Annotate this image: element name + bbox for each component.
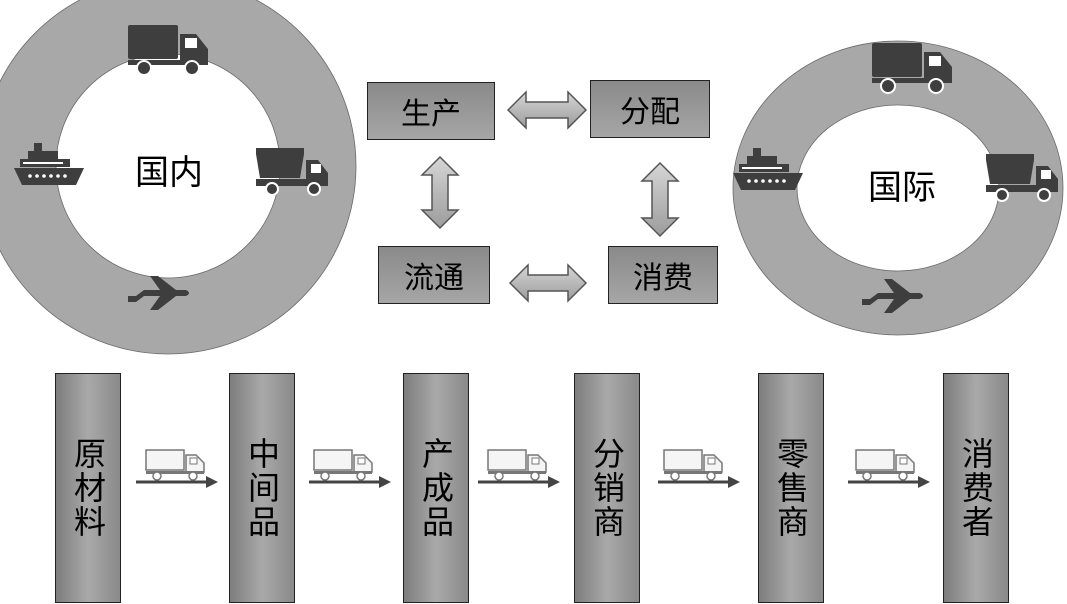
right-arrow-icon [548, 476, 560, 488]
domestic-label: 国内 [135, 153, 203, 193]
chain-stage-label: 原材料 [69, 437, 107, 539]
right-arrow-icon [379, 476, 391, 488]
chain-stage-label: 零售商 [772, 437, 810, 539]
chain-stage-retailer: 零售商 [758, 373, 824, 603]
chain-stage-consumer: 消费者 [943, 373, 1009, 603]
chain-connector [478, 449, 560, 488]
production-label: 生产 [401, 97, 461, 132]
chain-stage-raw-materials: 原材料 [55, 373, 121, 603]
right-arrow-icon [206, 476, 218, 488]
light-truck-icon [145, 449, 205, 481]
right-arrow-icon [918, 476, 930, 488]
double-arrow-icon [420, 155, 460, 230]
light-truck-icon [855, 449, 915, 481]
production-box: 生产 [367, 82, 495, 140]
chain-connector [848, 449, 930, 488]
distribution-box: 分配 [590, 80, 710, 138]
distribution-label: 分配 [620, 95, 680, 130]
consumption-box: 消费 [608, 246, 718, 304]
light-truck-icon [663, 449, 723, 481]
chain-stage-label: 消费者 [957, 437, 995, 539]
double-arrow-icon [640, 161, 680, 238]
double-arrow-icon [506, 90, 588, 130]
light-truck-icon [487, 449, 547, 481]
chain-stage-label: 分销商 [588, 437, 626, 539]
consumption-label: 消费 [633, 261, 693, 296]
chain-stage-intermediate-goods: 中间品 [229, 373, 295, 603]
international-label: 国际 [868, 168, 936, 208]
chain-stage-label: 产成品 [417, 437, 455, 539]
chain-stage-label: 中间品 [243, 437, 281, 539]
right-arrow-icon [728, 476, 740, 488]
chain-stage-finished-goods: 产成品 [403, 373, 469, 603]
chain-connector [136, 449, 218, 488]
circulation-box: 流通 [378, 246, 490, 304]
circulation-label: 流通 [404, 261, 464, 296]
light-truck-icon [313, 449, 373, 481]
chain-connector [309, 449, 391, 488]
chain-stage-distributor: 分销商 [574, 373, 640, 603]
double-arrow-icon [508, 263, 588, 303]
chain-connector [658, 449, 740, 488]
